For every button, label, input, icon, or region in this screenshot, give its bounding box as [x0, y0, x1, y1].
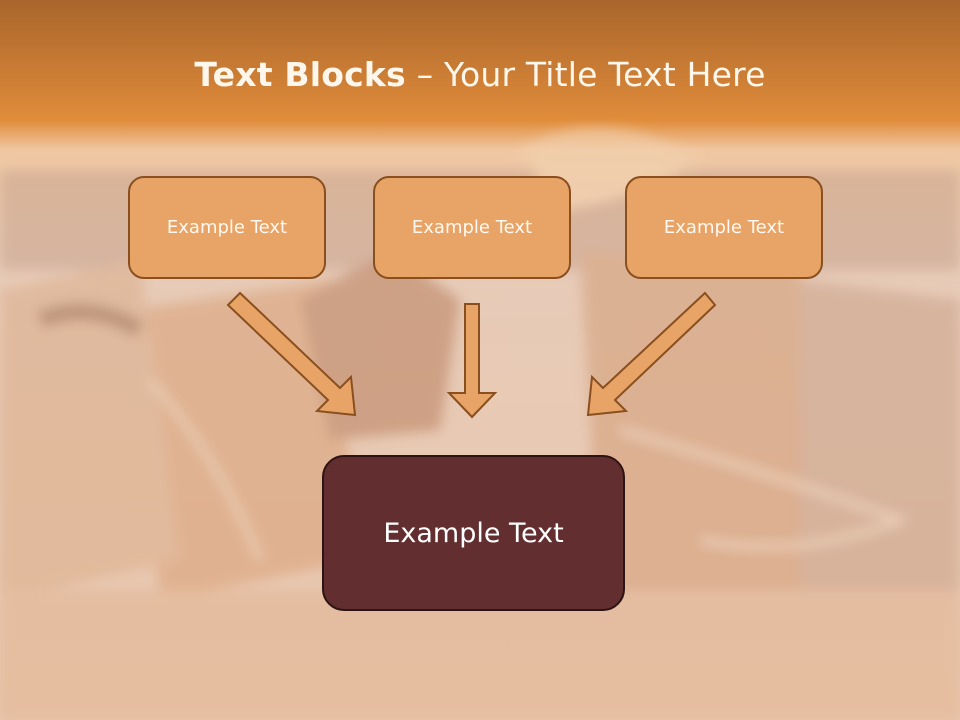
main-text-block-label: Example Text — [383, 517, 564, 549]
text-block-3-label: Example Text — [663, 217, 785, 238]
text-block-1[interactable]: Example Text — [128, 176, 326, 279]
title-dash: – — [405, 55, 444, 94]
text-block-1-label: Example Text — [166, 217, 288, 238]
text-block-3[interactable]: Example Text — [625, 176, 823, 279]
text-block-2[interactable]: Example Text — [373, 176, 571, 279]
slide-title: Text Blocks – Your Title Text Here — [0, 52, 960, 98]
title-bold-part: Text Blocks — [194, 55, 406, 94]
text-block-2-label: Example Text — [411, 217, 533, 238]
title-rest: Your Title Text Here — [443, 55, 766, 94]
main-text-block[interactable]: Example Text — [322, 455, 625, 611]
